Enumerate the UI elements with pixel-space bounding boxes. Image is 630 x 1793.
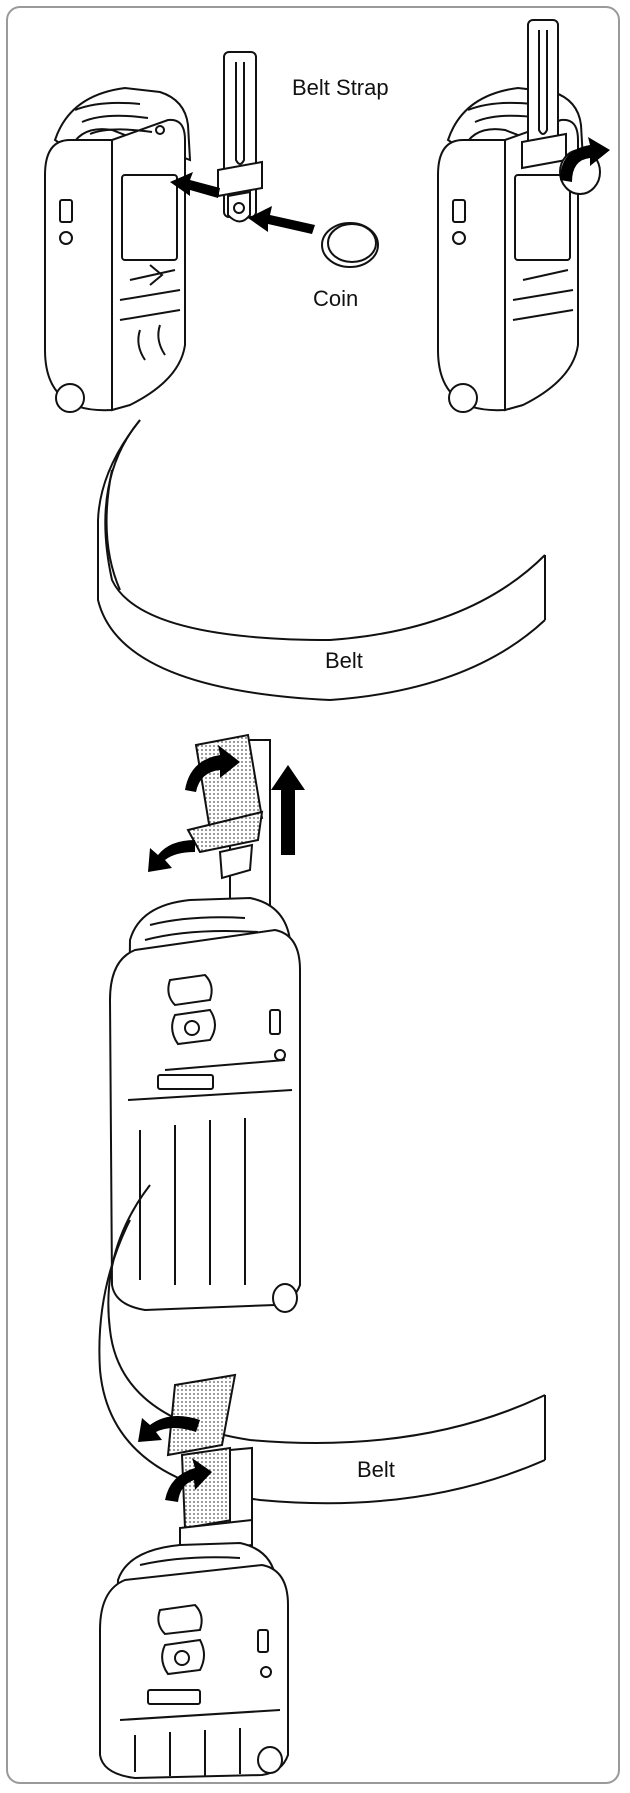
- printer-side-view-right: [437, 19, 601, 413]
- fold-arrows: [148, 745, 305, 872]
- belt-band-top: [97, 419, 546, 702]
- velcro-strap-lower: [186, 733, 271, 946]
- insert-arrows: [170, 172, 315, 234]
- wrap-arrows: [138, 1416, 212, 1502]
- printer-front-view-bottom: [99, 1541, 289, 1780]
- belt-label-bottom: Belt: [357, 1457, 395, 1482]
- coin-label: Coin: [313, 286, 359, 311]
- printer-side-view-left: [44, 86, 192, 413]
- belt-strap-clip: [217, 51, 263, 223]
- rotate-arrow: [560, 137, 610, 182]
- coin-icon: [321, 222, 379, 268]
- belt-strap-label: Belt Strap: [292, 75, 389, 100]
- velcro-strap-attached: [166, 1373, 253, 1564]
- belt-label-top: Belt: [325, 648, 363, 673]
- printer-front-view-middle: [108, 896, 301, 1313]
